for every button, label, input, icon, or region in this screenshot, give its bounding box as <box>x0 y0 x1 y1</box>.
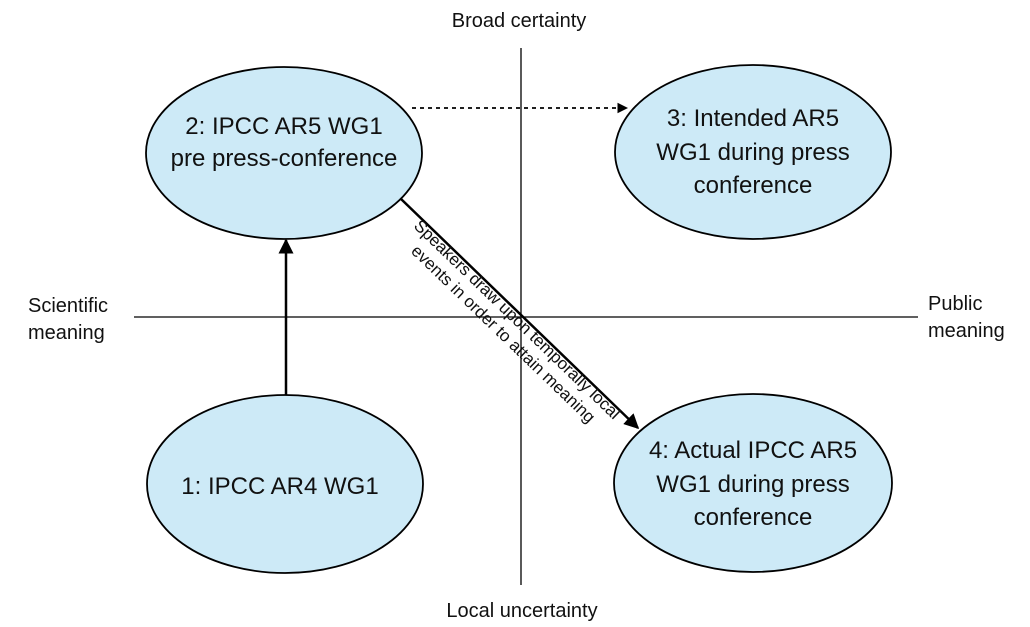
node-3-intended-ar5: 3: Intended AR5 WG1 during press confere… <box>614 64 892 240</box>
edge-annotation-line1: Speakers draw upon temporally local <box>410 216 624 423</box>
node-2-label-line1: 2: IPCC AR5 WG1 <box>185 113 382 140</box>
axis-label-top: Broad certainty <box>452 10 587 32</box>
axis-label-right-line1: Public <box>928 293 982 315</box>
axis-label-left-line2: meaning <box>28 322 105 344</box>
edge-annotation: Speakers draw upon temporally local even… <box>407 216 624 427</box>
node-3-label-line3: conference <box>694 172 813 199</box>
node-3-label-line2: WG1 during press <box>656 139 849 166</box>
node-1-ipcc-ar4: 1: IPCC AR4 WG1 <box>146 394 424 574</box>
node-3-label-line1: 3: Intended AR5 <box>667 105 839 132</box>
node-4-label-line3: conference <box>694 504 813 531</box>
node-4-label-line1: 4: Actual IPCC AR5 <box>649 437 857 464</box>
node-1-ellipse <box>146 394 424 574</box>
node-2-ellipse <box>145 66 423 240</box>
node-3-ellipse <box>614 64 892 240</box>
axis-label-left-line1: Scientific <box>28 295 108 317</box>
node-2-label-line2: pre press-conference <box>171 145 398 172</box>
node-4-label-line2: WG1 during press <box>656 471 849 498</box>
axis-label-bottom: Local uncertainty <box>446 600 597 622</box>
axis-label-right-line2: meaning <box>928 320 1005 342</box>
edge-annotation-line2: events in order to attain meaning <box>407 241 599 426</box>
arrow-node2-to-node4 <box>399 197 640 430</box>
node-1-label: 1: IPCC AR4 WG1 <box>181 473 378 500</box>
node-4-actual-ar5: 4: Actual IPCC AR5 WG1 during press conf… <box>613 393 893 573</box>
node-4-ellipse <box>613 393 893 573</box>
node-2-ipcc-ar5-pre-press: 2: IPCC AR5 WG1 pre press-conference <box>145 66 423 240</box>
